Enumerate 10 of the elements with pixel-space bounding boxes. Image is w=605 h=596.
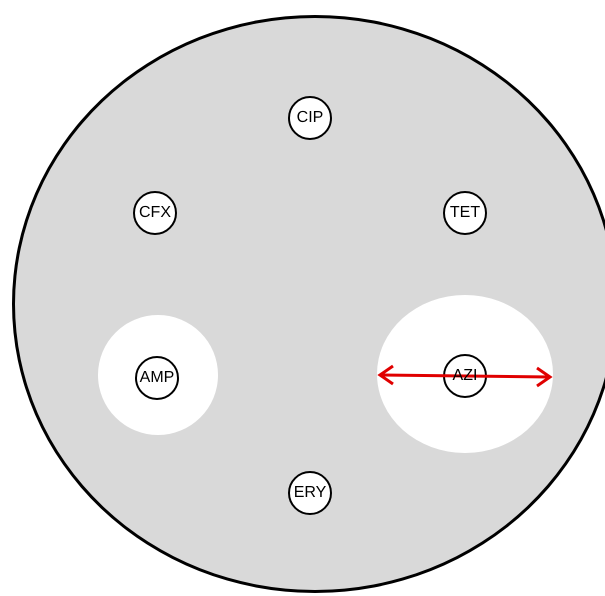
disk-label: CIP bbox=[296, 110, 324, 126]
antibiotic-disk bbox=[288, 471, 332, 515]
antibiotic-disk bbox=[288, 96, 332, 140]
antibiotic-disk bbox=[133, 191, 177, 235]
disk-label: ERY bbox=[294, 485, 326, 501]
disk-label: AMP bbox=[140, 370, 174, 386]
disk-label: TET bbox=[450, 205, 480, 221]
disk-label: CFX bbox=[139, 205, 171, 221]
antibiotic-disk bbox=[443, 191, 487, 235]
antibiotic-disk bbox=[135, 356, 179, 400]
